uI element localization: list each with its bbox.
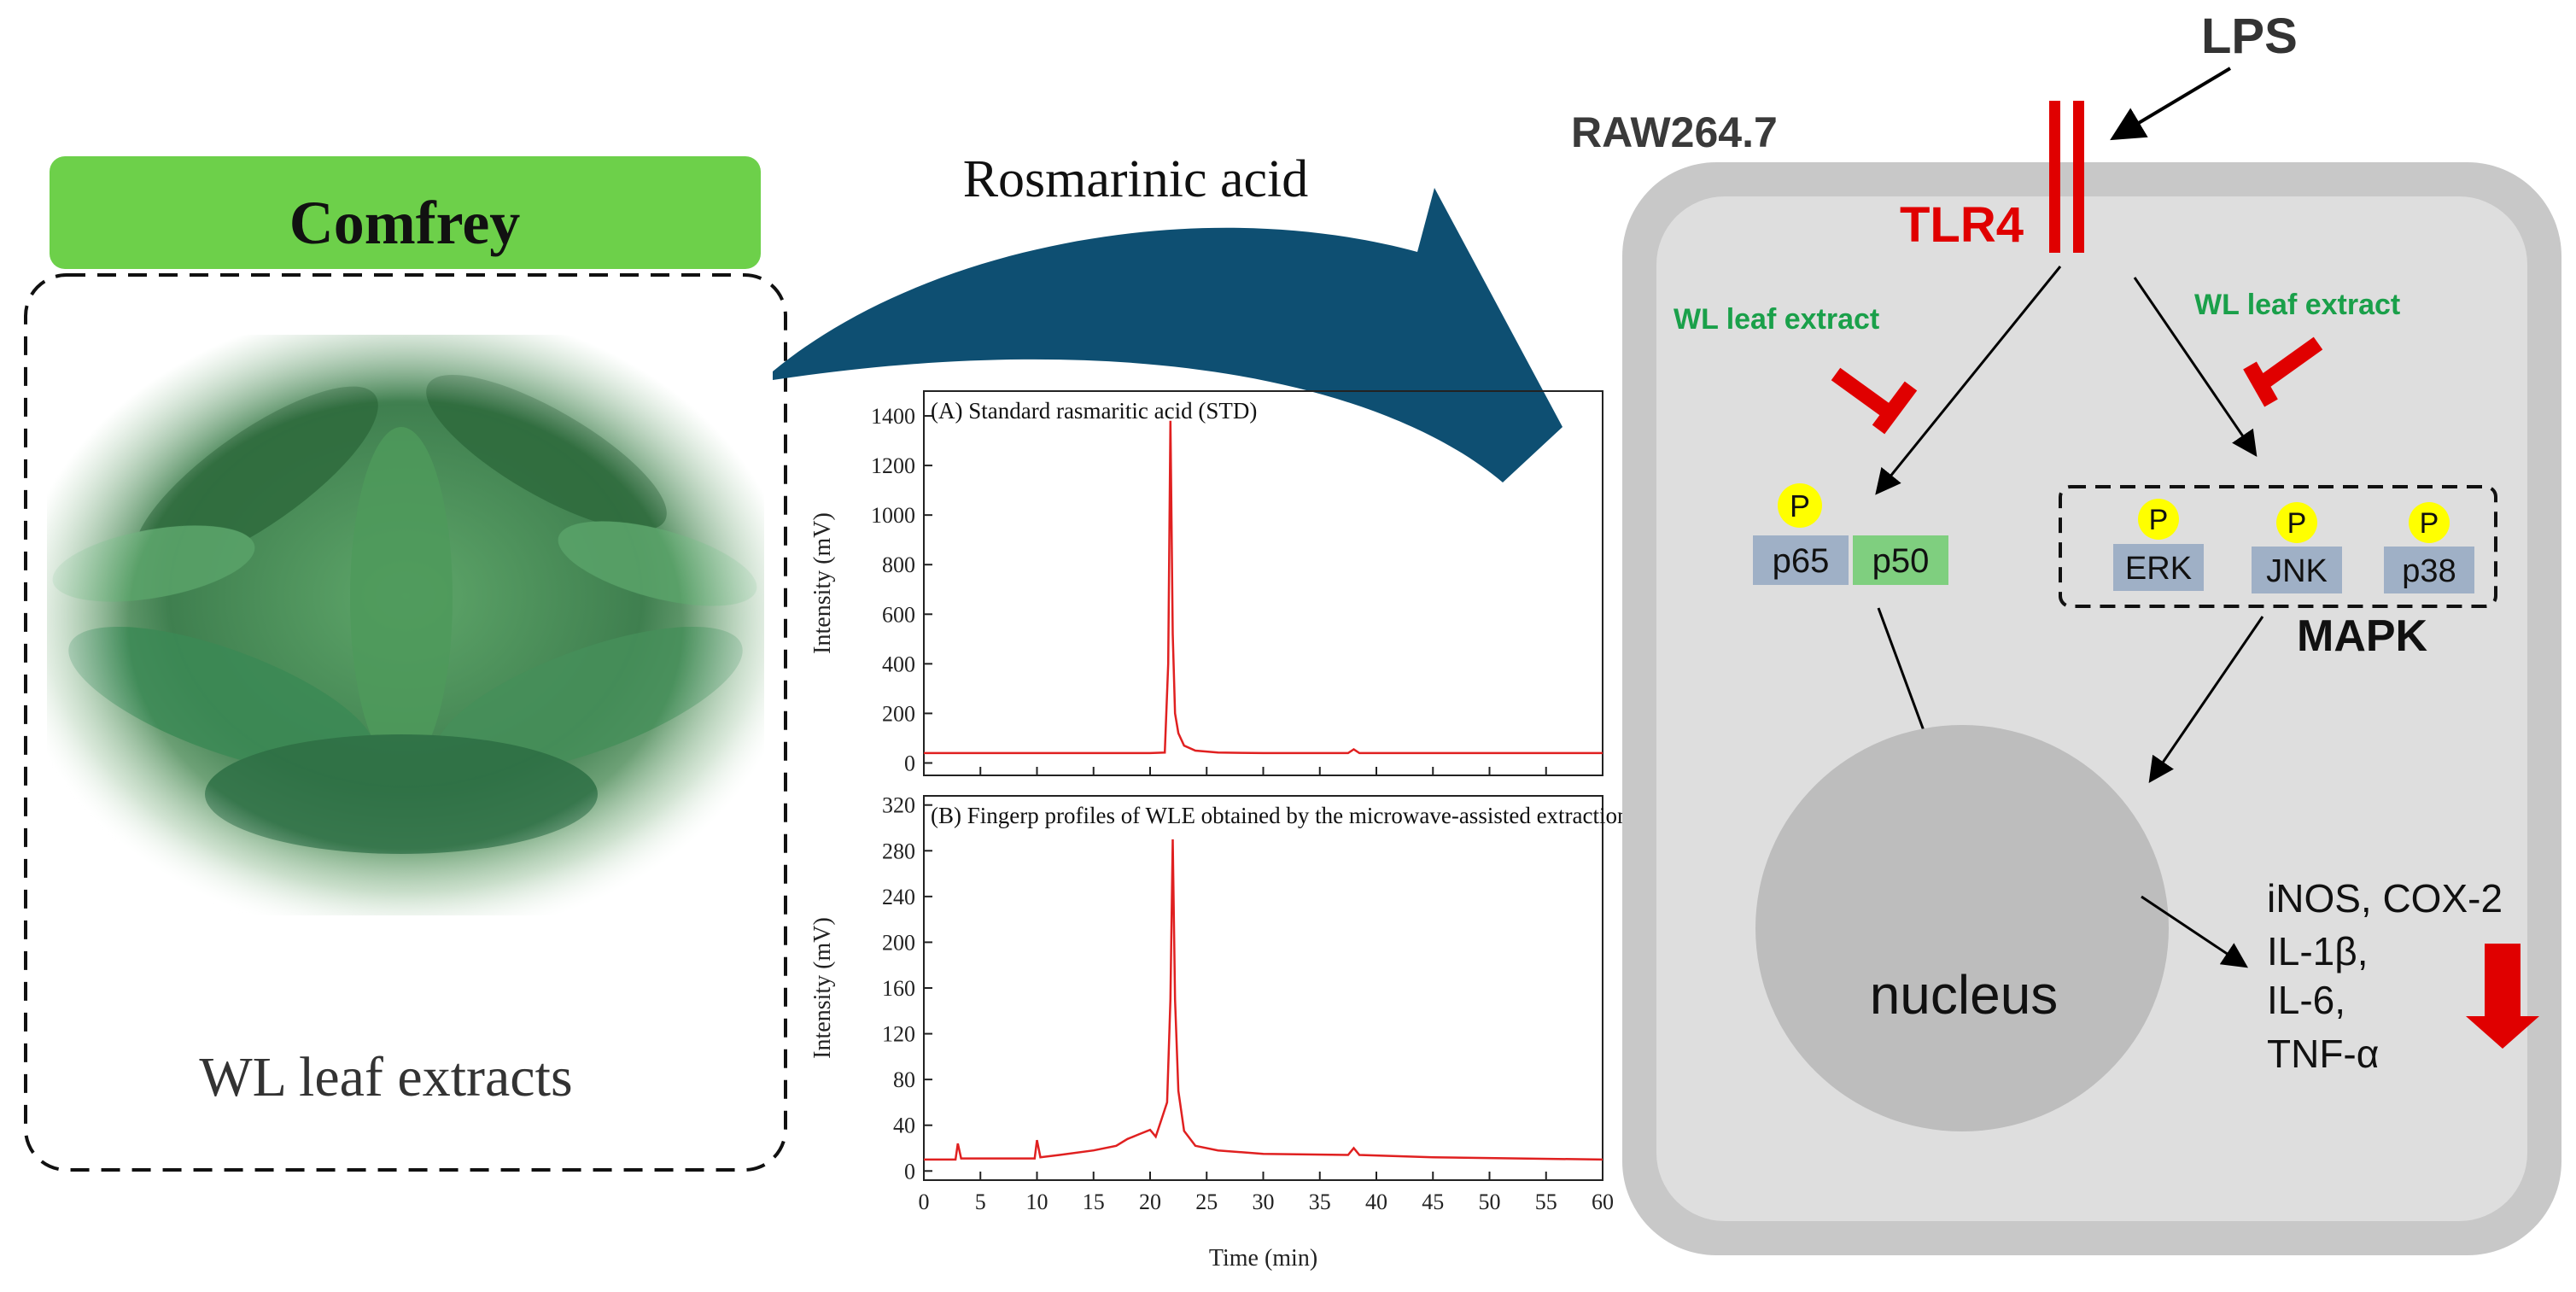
lps-arrow: [2110, 67, 2232, 141]
plot-frame-b: [923, 795, 1603, 1181]
phospho-jnk-label: P: [2287, 507, 2307, 540]
xtick-label-b-9: 45: [1422, 1190, 1444, 1214]
mapk-to-nucleus-arrow: [2148, 616, 2264, 783]
tlr4-to-nfkb-arrow: [1875, 266, 2062, 495]
phospho-p38-label: P: [2420, 507, 2439, 540]
ytick-label-a-4: 800: [882, 552, 915, 577]
xtick-label-b-4: 20: [1139, 1190, 1161, 1214]
xtick-label-b-8: 40: [1365, 1190, 1387, 1214]
tlr4-to-mapk-arrow: [2133, 277, 2258, 457]
p65-box: [1753, 535, 1849, 585]
inhibitor-left-label: WL leaf extract: [1674, 303, 1879, 336]
xtick-label-b-10: 50: [1479, 1190, 1501, 1214]
extract-caption: WL leaf extracts: [199, 1046, 572, 1108]
rosmarinic-acid-arrow: Rosmarinic acid: [773, 150, 1563, 482]
chart-xlabel-b: Time (min): [1209, 1245, 1317, 1272]
comfrey-title: Comfrey: [289, 189, 521, 257]
output-genes-1: iNOS, COX-2: [2267, 876, 2503, 921]
chromatogram-trace-a: [924, 420, 1603, 755]
ytick-label-a-0: 0: [904, 751, 915, 775]
chart-ylabel-b: Intensity (mV): [809, 917, 836, 1059]
xtick-label-b-3: 15: [1083, 1190, 1105, 1214]
tlr4-label: TLR4: [1900, 197, 2024, 253]
mapk-complex: P ERK P JNK P p38: [2059, 485, 2497, 608]
p50-box: [1853, 535, 1948, 585]
comfrey-panel: Comfrey WL leaf extracts: [24, 156, 787, 1172]
p65-label: p65: [1773, 542, 1830, 580]
xtick-label-b-11: 55: [1535, 1190, 1557, 1214]
xtick-label-b-7: 35: [1309, 1190, 1331, 1214]
inhibitor-right-label: WL leaf extract: [2194, 289, 2400, 321]
nucleus-output-arrow: [2141, 895, 2248, 968]
ytick-label-a-2: 400: [882, 652, 915, 676]
chart-title-a: (A) Standard rasmaritic acid (STD): [931, 398, 1257, 424]
jnk-label: JNK: [2266, 553, 2328, 589]
ytick-label-a-3: 600: [882, 602, 915, 627]
chart-ylabel-a: Intensity (mV): [809, 512, 836, 654]
ytick-label-b-6: 240: [882, 885, 915, 909]
cell-diagram: RAW264.7 LPS TLR4 WL leaf extract WL lea…: [1571, 9, 2561, 1255]
inhibitor-right-symbol: [2243, 336, 2323, 407]
phospho-jnk-icon: [2276, 502, 2317, 543]
tlr4-receptor: [2049, 101, 2084, 253]
output-genes-2: IL-1β,: [2267, 929, 2369, 973]
chromatogram-extract: 0 40 80 120 160 200 240 280 320 0 5 10 15 20 25 30 35 40 4…: [809, 793, 1629, 1272]
phospho-erk-icon: [2138, 499, 2179, 540]
output-genes-4: TNF-α: [2267, 1032, 2379, 1076]
nucleus-label: nucleus: [1870, 964, 2059, 1026]
ytick-label-b-3: 120: [882, 1022, 915, 1047]
rosmarinic-acid-label: Rosmarinic acid: [963, 150, 1309, 208]
output-genes-3: IL-6,: [2267, 978, 2345, 1022]
xtick-label-b-1: 5: [975, 1190, 986, 1214]
mapk-label: MAPK: [2297, 611, 2428, 661]
xtick-label-b-2: 10: [1026, 1190, 1049, 1214]
ytick-label-a-5: 1000: [871, 503, 915, 528]
xtick-label-b-12: 60: [1592, 1190, 1614, 1214]
cell-line-label: RAW264.7: [1571, 108, 1778, 156]
jnk-box: [2252, 547, 2342, 593]
xtick-label-b-0: 0: [919, 1190, 930, 1214]
nfkb-complex: P p65 p50: [1753, 483, 1948, 585]
ytick-label-b-5: 200: [882, 930, 915, 955]
ytick-label-b-8: 320: [882, 793, 915, 818]
extract-box: [24, 273, 787, 1172]
erk-box: [2113, 544, 2204, 591]
nucleus: [1755, 725, 2169, 1131]
xtick-label-b-5: 25: [1195, 1190, 1218, 1214]
mapk-box: [2059, 485, 2497, 608]
chromatogram-standard: 0 200 400 600 800 1000 1200 1400 (A) Standard ra…: [809, 390, 1603, 776]
ytick-label-a-6: 1200: [871, 453, 915, 478]
ytick-label-a-1: 200: [882, 701, 915, 726]
down-regulation-arrow: [2466, 944, 2539, 1049]
ytick-label-b-0: 0: [904, 1159, 915, 1184]
ytick-label-b-2: 80: [893, 1067, 915, 1092]
phospho-erk-label: P: [2149, 504, 2169, 536]
chromatogram-trace-b: [924, 839, 1603, 1161]
p38-box: [2384, 547, 2474, 593]
p38-label: p38: [2402, 553, 2456, 589]
chart-title-b: (B) Fingerp profiles of WLE obtained by …: [931, 803, 1629, 828]
ytick-label-b-1: 40: [893, 1114, 915, 1138]
phospho-p65-icon: [1778, 483, 1822, 528]
ytick-label-b-4: 160: [882, 976, 915, 1001]
inhibitor-left-symbol: [1831, 367, 1918, 435]
ytick-label-b-7: 280: [882, 839, 915, 863]
phospho-p38-icon: [2409, 502, 2450, 543]
comfrey-header: [50, 156, 761, 269]
lps-label: LPS: [2201, 9, 2298, 64]
p50-label: p50: [1872, 542, 1930, 580]
erk-label: ERK: [2125, 551, 2192, 587]
phospho-p65-label: P: [1790, 488, 1810, 523]
comfrey-leaf-image: [47, 335, 764, 915]
xtick-label-b-6: 30: [1253, 1190, 1275, 1214]
ytick-label-a-7: 1400: [871, 404, 915, 429]
